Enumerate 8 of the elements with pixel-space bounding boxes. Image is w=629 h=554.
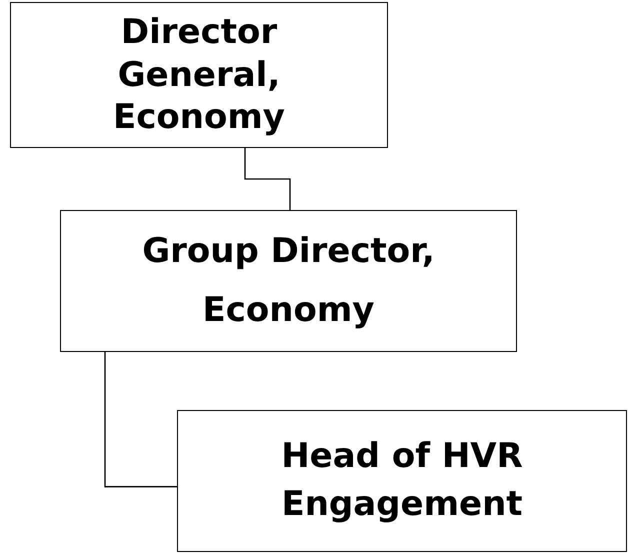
role-title: Group Director, Economy bbox=[141, 230, 436, 332]
role-box bbox=[60, 210, 517, 352]
role-box bbox=[177, 410, 627, 552]
connector-line bbox=[244, 148, 291, 210]
role-title: Head of HVR Engagement bbox=[280, 435, 524, 526]
connector-line bbox=[104, 352, 177, 488]
role-title: Director General, Economy bbox=[112, 11, 286, 139]
role-box bbox=[10, 2, 388, 148]
